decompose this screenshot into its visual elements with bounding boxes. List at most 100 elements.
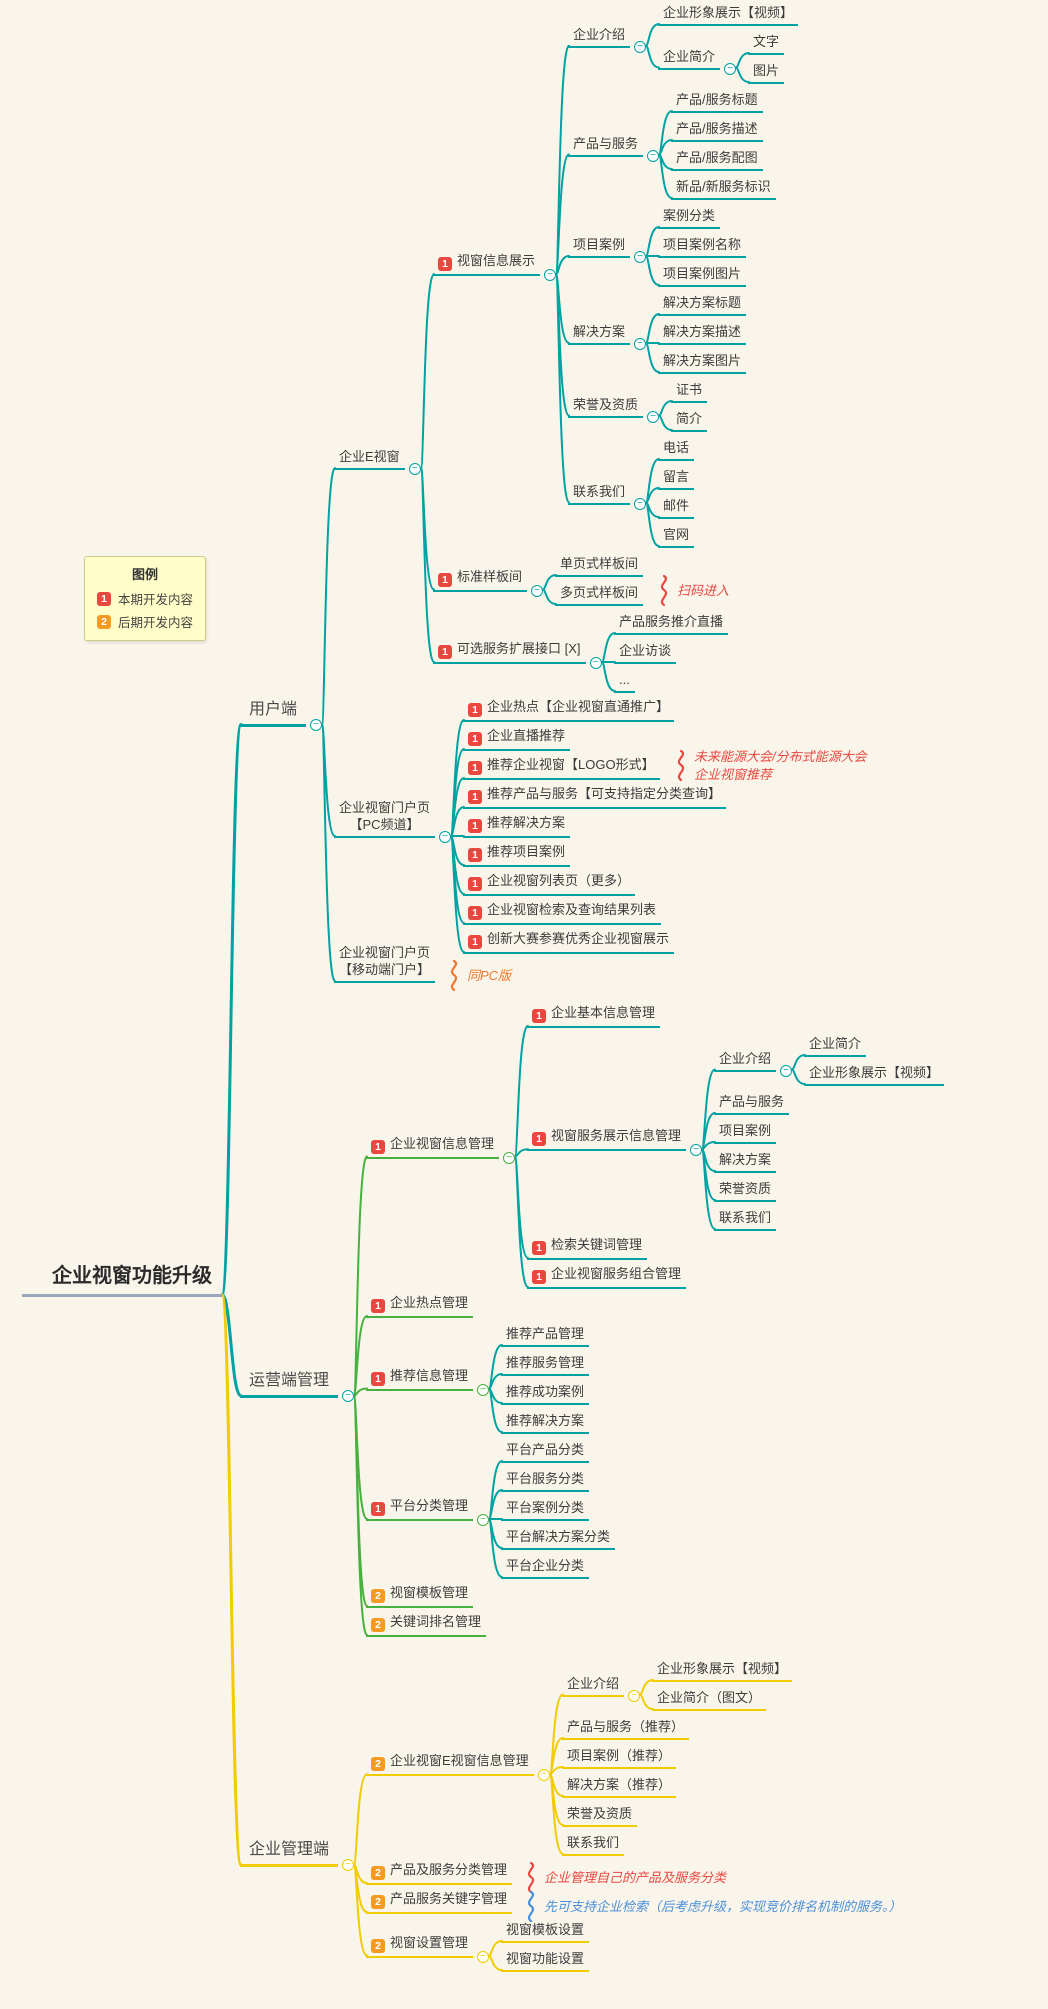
leaf-topic[interactable]: 联系我们	[714, 1207, 777, 1231]
topic[interactable]: 企业介绍−	[568, 24, 647, 53]
leaf-topic[interactable]: 解决方案图片	[658, 350, 747, 374]
leaf-topic[interactable]: 企业访谈	[614, 640, 677, 664]
leaf-topic[interactable]: 邮件	[658, 495, 695, 519]
leaf-topic[interactable]: 文字	[748, 31, 785, 55]
leaf-topic[interactable]: 产品/服务描述	[671, 118, 763, 142]
leaf-topic[interactable]: 平台案例分类	[501, 1497, 590, 1521]
topic[interactable]: 解决方案−	[568, 321, 647, 350]
leaf-topic[interactable]: 解决方案（推荐）	[562, 1774, 677, 1798]
leaf-topic[interactable]: 企业形象展示【视频】	[804, 1062, 945, 1086]
leaf-topic[interactable]: 平台服务分类	[501, 1468, 590, 1492]
leaf-topic[interactable]: 推荐产品管理	[501, 1323, 590, 1347]
collapse-icon[interactable]: −	[544, 269, 557, 282]
leaf-topic[interactable]: 项目案例名称	[658, 234, 747, 258]
collapse-icon[interactable]: −	[780, 1064, 793, 1077]
leaf-topic[interactable]: 平台解决方案分类	[501, 1526, 616, 1550]
leaf-topic[interactable]: 推荐服务管理	[501, 1352, 590, 1376]
topic[interactable]: 企业视窗门户页 【PC频道】−	[334, 797, 452, 843]
collapse-icon[interactable]: −	[310, 718, 323, 731]
leaf-topic[interactable]: 平台产品分类	[501, 1439, 590, 1463]
collapse-icon[interactable]: −	[724, 62, 737, 75]
topic[interactable]: 运营端管理−	[240, 1368, 355, 1402]
collapse-icon[interactable]: −	[477, 1514, 490, 1526]
leaf-topic[interactable]: 企业形象展示【视频】	[652, 1658, 793, 1682]
topic[interactable]: 企业简介−	[658, 46, 737, 75]
topic[interactable]: 产品与服务−	[568, 133, 660, 162]
leaf-topic[interactable]: 企业形象展示【视频】	[658, 2, 799, 26]
leaf-topic[interactable]: 解决方案描述	[658, 321, 747, 345]
collapse-icon[interactable]: −	[439, 831, 452, 843]
leaf-topic[interactable]: 产品/服务标题	[671, 89, 763, 113]
leaf-topic[interactable]: 产品服务推介直播	[614, 611, 729, 635]
leaf-topic[interactable]: 官网	[658, 524, 695, 548]
leaf-topic[interactable]: 证书	[671, 379, 708, 403]
leaf-topic[interactable]: 荣誉及资质	[562, 1803, 638, 1827]
leaf-topic[interactable]: 推荐解决方案	[501, 1410, 590, 1434]
leaf-topic[interactable]: 单页式样板间	[555, 553, 644, 577]
collapse-icon[interactable]: −	[537, 1769, 550, 1782]
topic[interactable]: 联系我们−	[568, 481, 647, 510]
leaf-topic[interactable]: 电话	[658, 437, 695, 461]
leaf-topic[interactable]: 项目案例	[714, 1120, 777, 1144]
collapse-icon[interactable]: −	[503, 1151, 516, 1164]
leaf-topic[interactable]: 视窗模板设置	[501, 1919, 590, 1943]
collapse-icon[interactable]: −	[647, 149, 660, 162]
leaf-topic[interactable]: 平台企业分类	[501, 1555, 590, 1579]
leaf-topic[interactable]: 项目案例（推荐）	[562, 1745, 677, 1769]
topic[interactable]: 荣誉及资质−	[568, 394, 660, 423]
leaf-topic[interactable]: 企业简介	[804, 1033, 867, 1057]
collapse-icon[interactable]: −	[342, 1858, 355, 1871]
leaf-topic[interactable]: 解决方案	[714, 1149, 777, 1173]
collapse-icon[interactable]: −	[634, 497, 647, 510]
leaf-topic[interactable]: 推荐成功案例	[501, 1381, 590, 1405]
topic[interactable]: 企业介绍−	[714, 1048, 793, 1077]
collapse-icon[interactable]: −	[531, 584, 544, 597]
collapse-icon[interactable]: −	[690, 1144, 703, 1157]
leaf-topic[interactable]: 联系我们	[562, 1832, 625, 1856]
leaf-topic[interactable]: ...	[614, 669, 635, 693]
leaf-topic[interactable]: 项目案例图片	[658, 263, 747, 287]
leaf-topic[interactable]: 案例分类	[658, 205, 721, 229]
topic[interactable]: 项目案例−	[568, 234, 647, 263]
leaf-topic[interactable]: 简介	[671, 408, 708, 432]
collapse-icon[interactable]: −	[634, 251, 647, 263]
topic[interactable]: 用户端−	[240, 697, 323, 731]
collapse-icon[interactable]: −	[634, 338, 647, 350]
leaf-topic[interactable]: 新品/新服务标识	[671, 176, 776, 200]
topic[interactable]: 企业介绍−	[562, 1673, 641, 1702]
collapse-icon[interactable]: −	[634, 40, 647, 53]
topic[interactable]: 企业管理端−	[240, 1837, 355, 1871]
leaf-topic[interactable]: 图片	[748, 60, 785, 84]
leaf-topic[interactable]: 多页式样板间	[555, 582, 644, 606]
leaf-topic[interactable]: 产品/服务配图	[671, 147, 763, 171]
leaf-topic[interactable]: 视窗功能设置	[501, 1948, 590, 1972]
leaf-topic[interactable]: 产品与服务	[714, 1091, 790, 1115]
collapse-icon[interactable]: −	[647, 410, 660, 423]
leaf-topic[interactable]: 解决方案标题	[658, 292, 747, 316]
collapse-icon[interactable]: −	[342, 1389, 355, 1402]
leaf-topic[interactable]: 企业简介（图文）	[652, 1687, 767, 1711]
